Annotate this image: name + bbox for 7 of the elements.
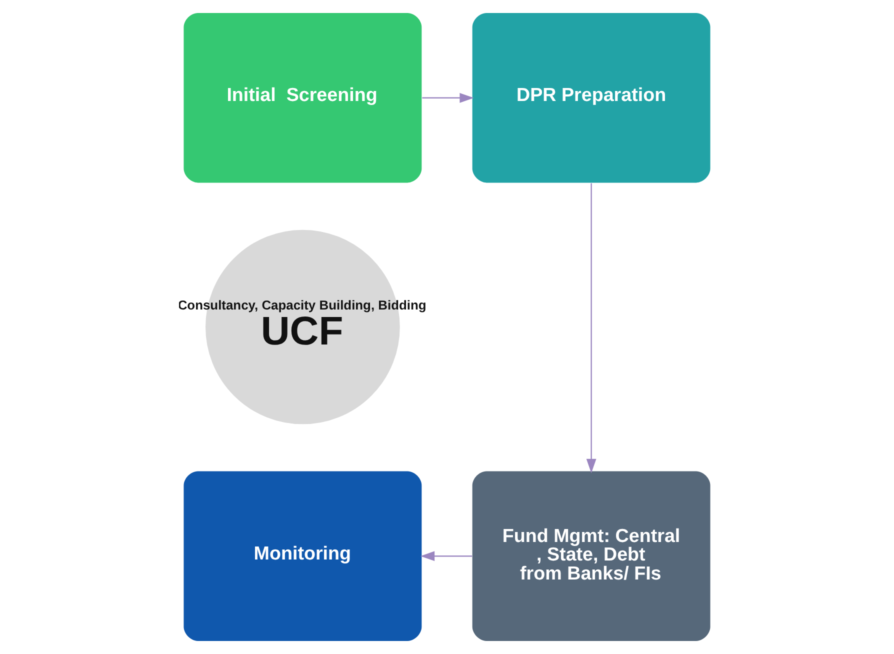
- node-box: Initial Screening: [184, 13, 422, 183]
- node-box: Monitoring: [184, 471, 422, 641]
- arrow: [420, 551, 472, 562]
- node-box: DPR Preparation: [472, 13, 710, 183]
- arrow: [422, 92, 474, 103]
- node-box: Fund Mgmt: Central , State, Debt from Banks/ FIs: [472, 471, 710, 641]
- arrow: [586, 183, 596, 474]
